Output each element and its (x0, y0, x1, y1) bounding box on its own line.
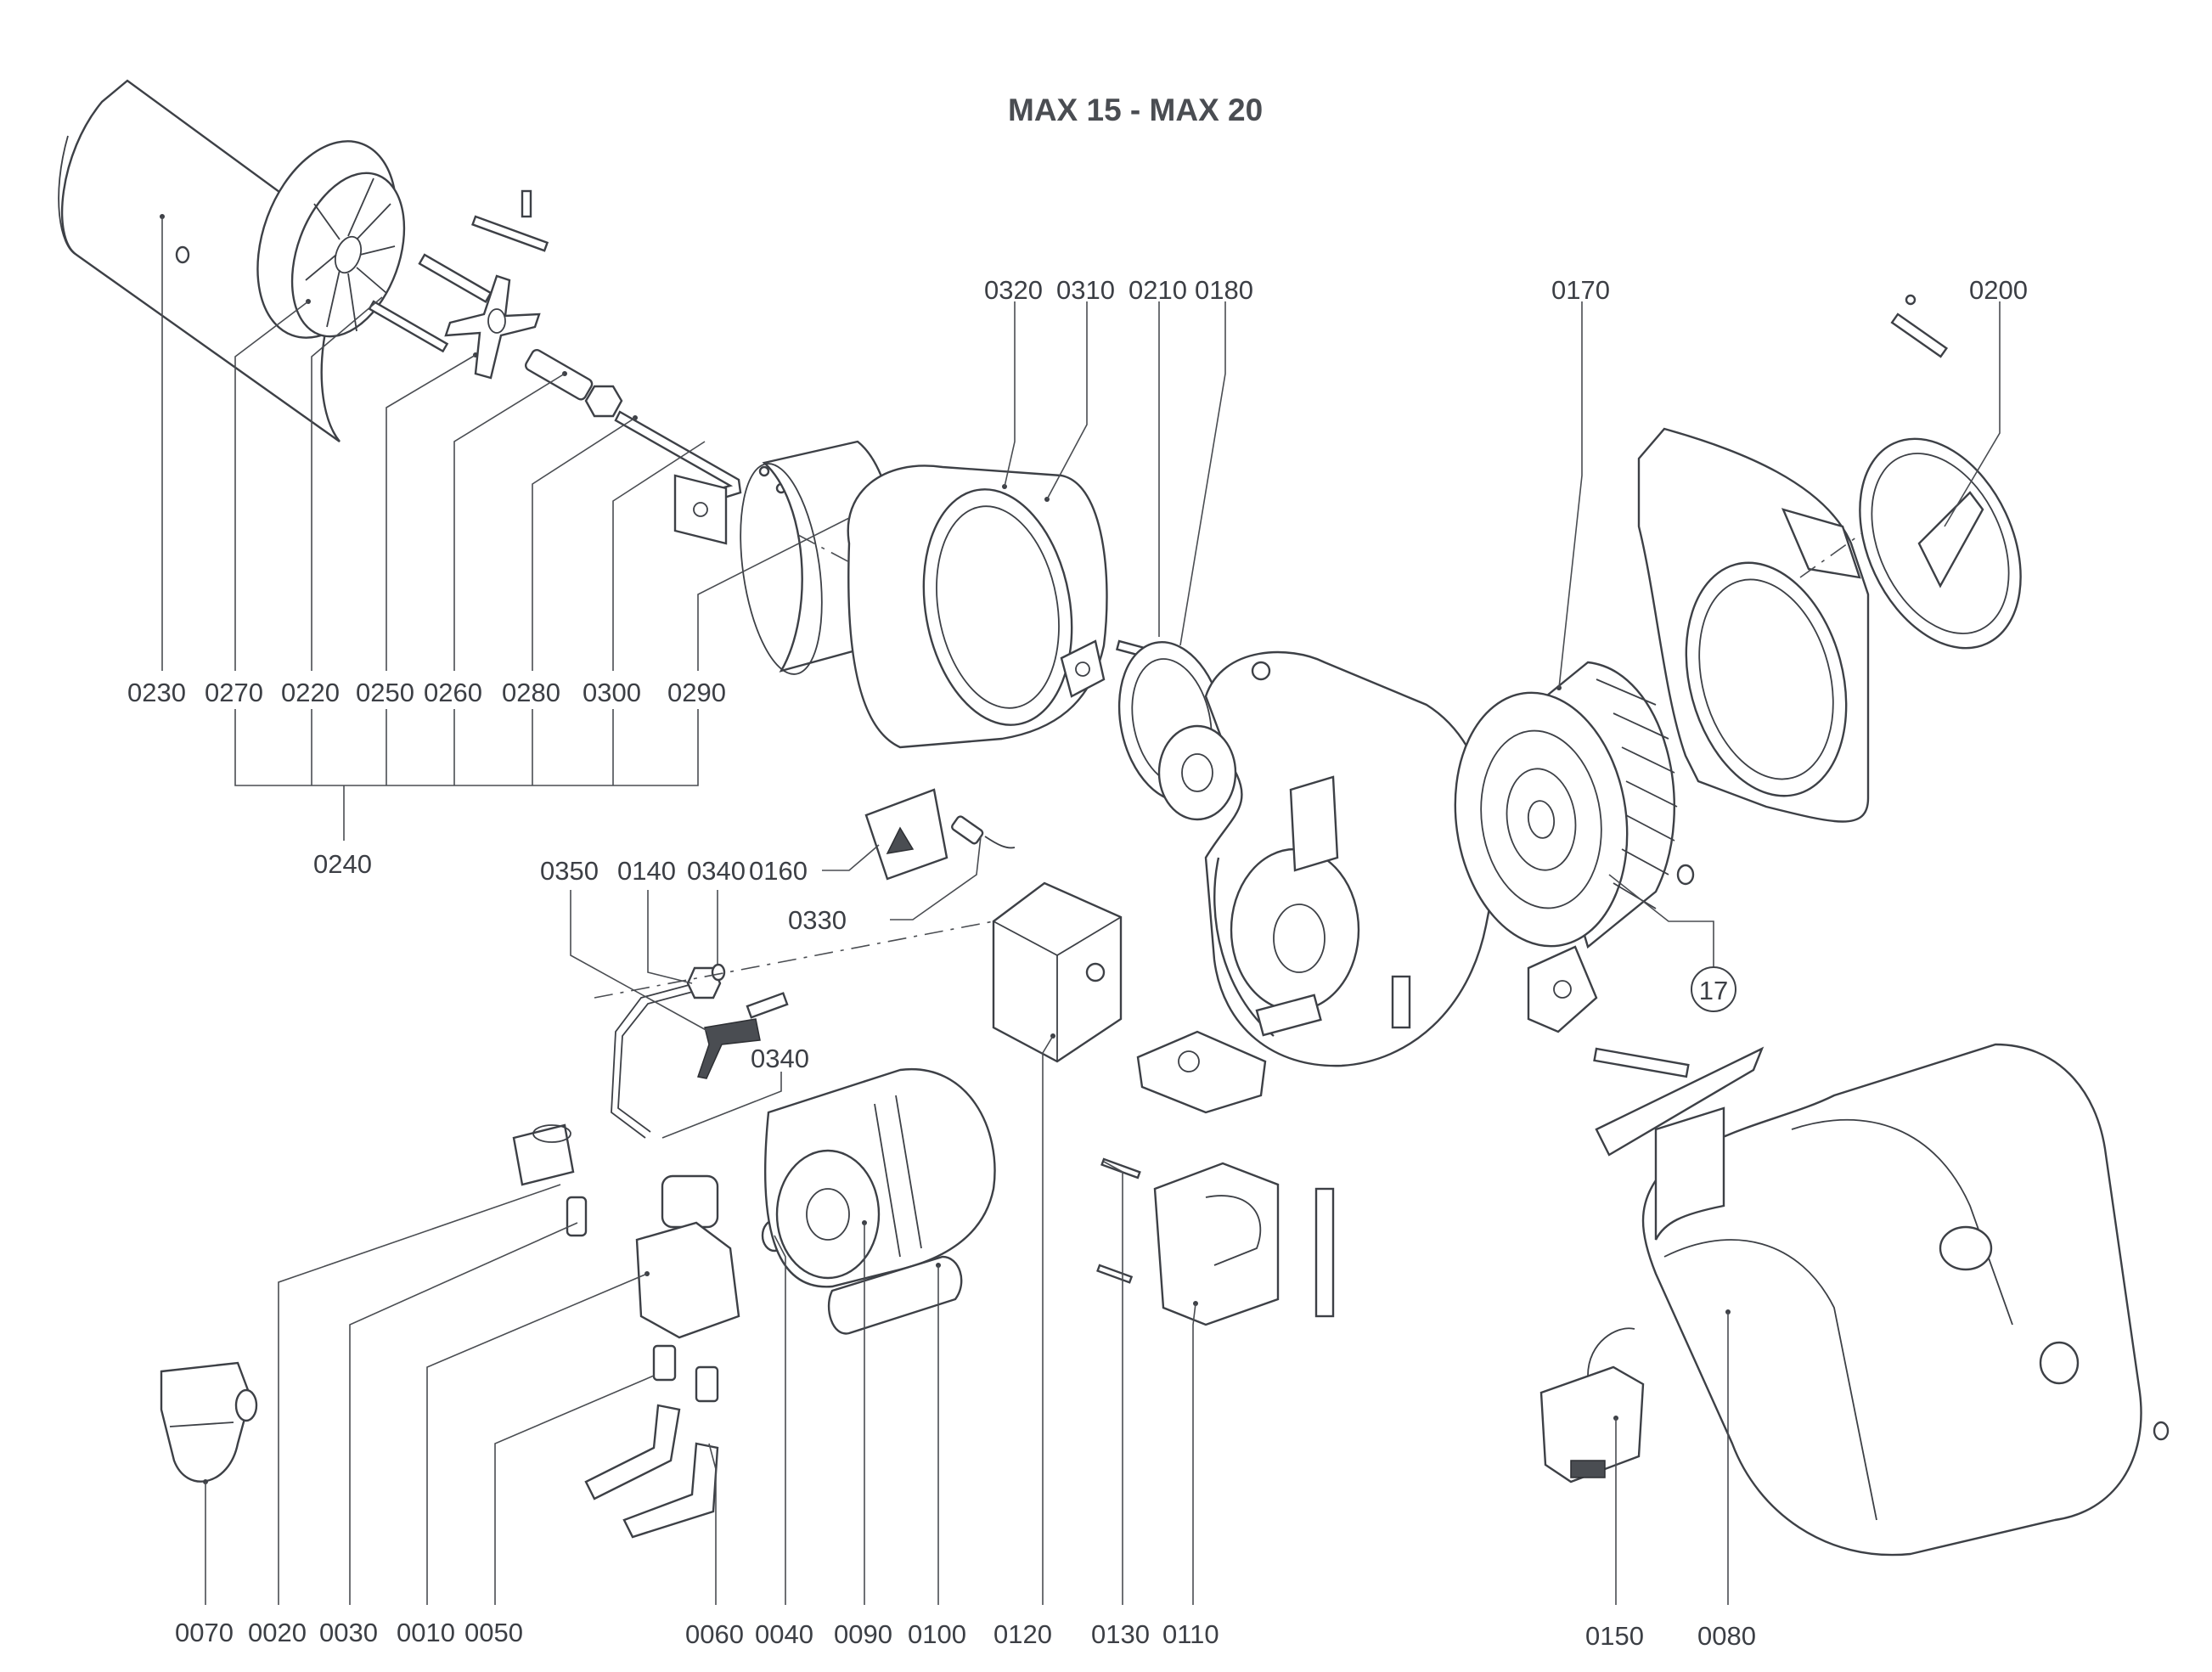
motor-part (763, 1067, 996, 1288)
part-label: 0090 (834, 1619, 892, 1649)
part-label: 0040 (755, 1619, 813, 1649)
pump-bracket-part (1527, 945, 1765, 1157)
valve-plug-part (566, 1196, 588, 1237)
part-label: 0060 (685, 1619, 744, 1649)
oil-filter-part (160, 1361, 258, 1484)
diagram-title: MAX 15 - MAX 20 (1008, 93, 1263, 127)
air-damper-part (1136, 1030, 1267, 1114)
part-label: 0010 (397, 1618, 455, 1647)
coupling-lever-part (697, 992, 789, 1079)
part-label: 0270 (205, 678, 263, 707)
part-label: 0340 (687, 856, 746, 886)
part-label: 0320 (984, 275, 1043, 305)
part-label: 0160 (749, 856, 808, 886)
ignition-transformer-part (1096, 1157, 1335, 1326)
part-label: 0300 (583, 678, 641, 707)
part-label: 0150 (1585, 1621, 1644, 1651)
nozzle-part (524, 348, 623, 418)
part-label: 0200 (1969, 275, 2028, 305)
part-label: 0280 (502, 678, 560, 707)
part-number-labels: 0230 0270 0220 0250 0260 0280 0300 0290 … (127, 275, 2028, 1651)
part-label: 0350 (540, 856, 599, 886)
screw-icon (175, 245, 190, 264)
part-label: 0180 (1195, 275, 1253, 305)
part-label: 0110 (1162, 1619, 1219, 1649)
part-label: 0030 (319, 1618, 378, 1647)
part-label: 0070 (175, 1618, 234, 1647)
burner-cover-part (1641, 1043, 2170, 1557)
control-box-part (594, 881, 1123, 1063)
terminal-plug-part (1539, 1327, 1645, 1483)
callout-circle-icon (1691, 966, 1736, 1012)
part-label: 0330 (788, 905, 847, 935)
part-label: 0220 (281, 678, 340, 707)
part-label: 0120 (993, 1619, 1052, 1649)
part-label: 0050 (464, 1618, 523, 1647)
part-label: 0240 (313, 849, 372, 879)
valve-coil-part (512, 1123, 575, 1186)
part-label: 0230 (127, 678, 186, 707)
part-label: 0140 (617, 856, 676, 886)
reference-callout: 17 (1691, 966, 1736, 1012)
part-label: 0310 (1056, 275, 1115, 305)
part-label: 0250 (356, 678, 414, 707)
fan-housing-part (1637, 427, 1920, 823)
part-label: 0210 (1129, 275, 1187, 305)
warning-label-part (864, 788, 948, 881)
diffuser-disc-part (256, 140, 406, 339)
fan-wheel-part (1454, 661, 1695, 949)
ignition-cable-part (951, 815, 1016, 849)
burner-flange-part (847, 464, 1108, 749)
hose-fitting-part (584, 1344, 719, 1539)
part-label: 0340 (751, 1044, 809, 1073)
callout-number: 17 (1699, 976, 1728, 1005)
part-label: 0170 (1551, 275, 1610, 305)
capacitor-part (827, 1255, 963, 1335)
leader-lines (161, 217, 2001, 1605)
burner-housing-part (1157, 650, 1495, 1067)
part-label: 0080 (1697, 1621, 1756, 1651)
part-label: 0260 (424, 678, 482, 707)
part-label: 0100 (908, 1619, 966, 1649)
air-inlet-grille-part (1859, 294, 2022, 650)
part-label: 0290 (667, 678, 726, 707)
nozzle-holder-part (444, 274, 541, 380)
electrode-part (368, 189, 549, 353)
part-label: 0020 (248, 1618, 307, 1647)
solenoid-valve-part (635, 1174, 740, 1339)
part-label: 0130 (1091, 1619, 1150, 1649)
